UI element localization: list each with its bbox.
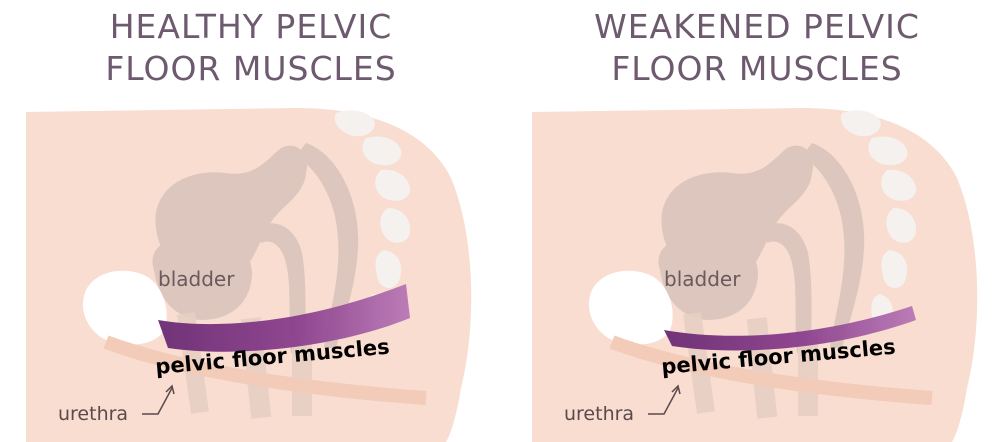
weakened-pelvis-illustration: bladder pelvic floor muscles urethra — [512, 98, 1002, 442]
urethra-label: urethra — [564, 403, 634, 425]
healthy-panel: HEALTHY PELVIC FLOOR MUSCLES — [6, 0, 496, 442]
weakened-title-line2: FLOOR MUSCLES — [512, 48, 1002, 90]
healthy-title-line2: FLOOR MUSCLES — [6, 48, 496, 90]
weakened-title: WEAKENED PELVIC FLOOR MUSCLES — [512, 6, 1002, 90]
healthy-title-line1: HEALTHY PELVIC — [6, 6, 496, 48]
bladder-label: bladder — [158, 267, 235, 291]
healthy-title: HEALTHY PELVIC FLOOR MUSCLES — [6, 6, 496, 90]
urethra-label: urethra — [58, 403, 128, 425]
bladder-label: bladder — [664, 267, 741, 291]
weakened-panel: WEAKENED PELVIC FLOOR MUSCLES bladder — [512, 0, 1002, 442]
weakened-title-line1: WEAKENED PELVIC — [512, 6, 1002, 48]
healthy-pelvis-illustration: bladder pelvic floor muscles urethra — [6, 98, 496, 442]
